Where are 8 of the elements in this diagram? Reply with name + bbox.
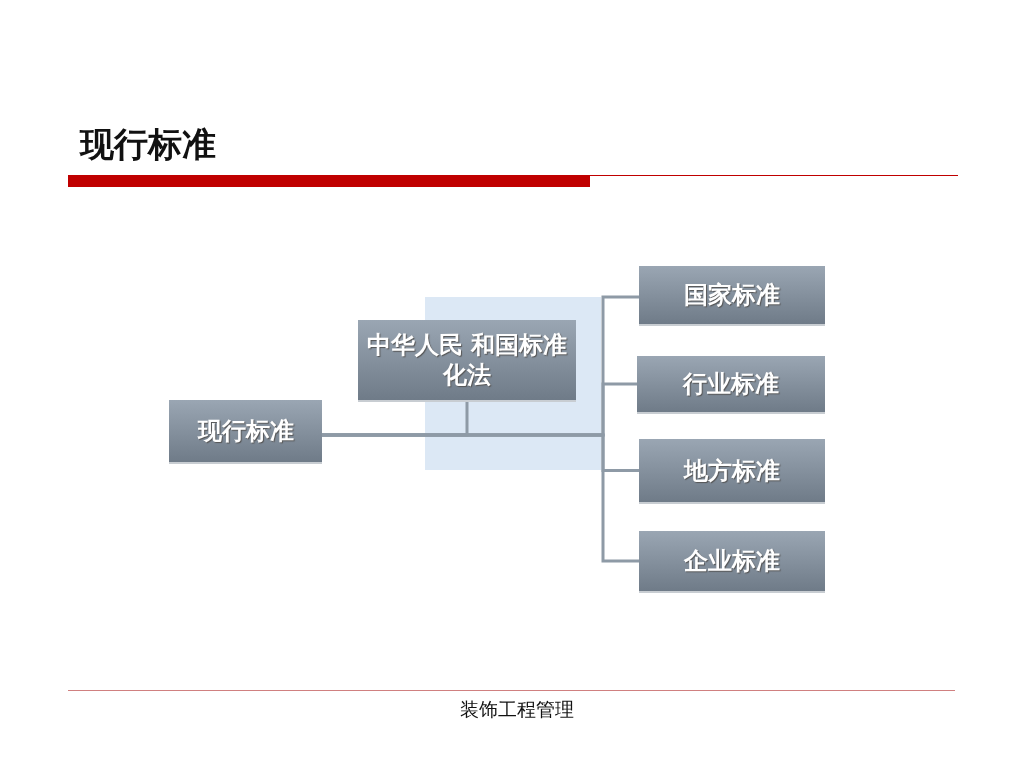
process-box: 中华人民 和国标准化法 <box>358 320 576 400</box>
footer-text: 装饰工程管理 <box>459 697 575 722</box>
process-box: 国家标准 <box>639 266 825 324</box>
title: 现行标准 <box>80 123 216 166</box>
process-box: 现行标准 <box>169 400 322 462</box>
process-box: 企业标准 <box>639 531 825 591</box>
process-box: 地方标准 <box>639 439 825 502</box>
process-box: 行业标准 <box>637 356 825 412</box>
